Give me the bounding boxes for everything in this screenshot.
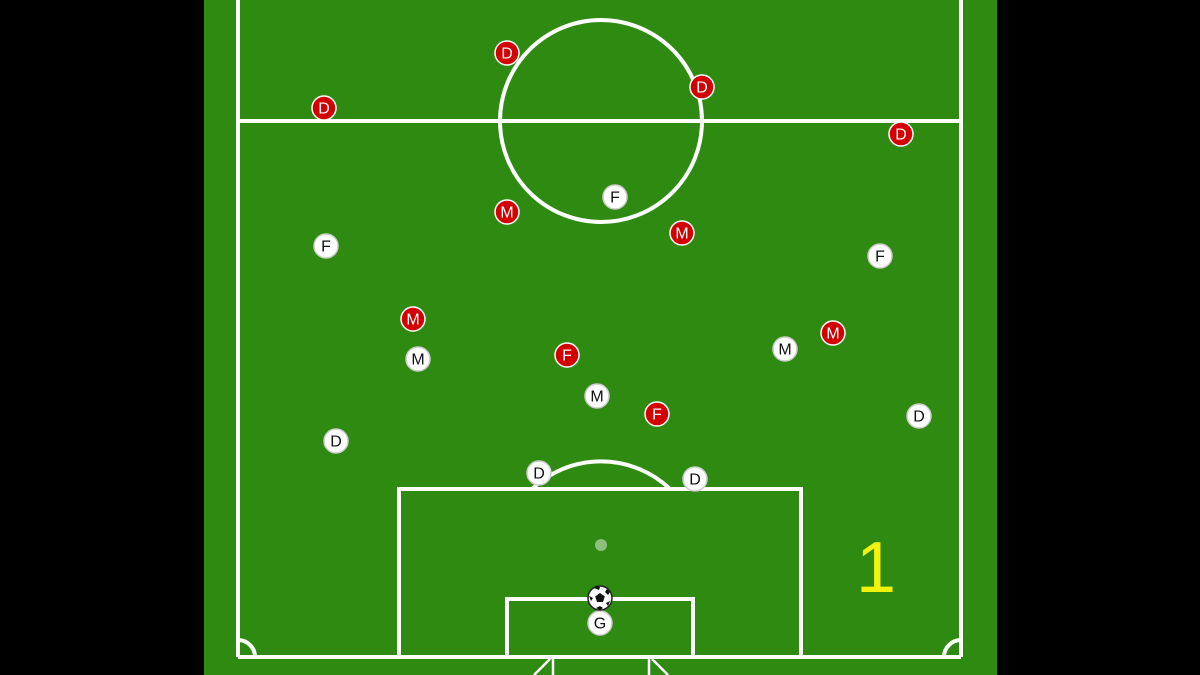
red-team: D D D D M M M M F F [311, 40, 914, 427]
red-team-forward-9: F [554, 342, 580, 368]
player-role-label: M [411, 352, 424, 369]
player-marker [644, 401, 670, 427]
player-role-label: D [330, 434, 342, 451]
corner-arc-right [942, 638, 962, 658]
player-marker [906, 403, 932, 429]
white-team: F F F M M M D D D D G [313, 184, 932, 636]
white-team-midfielder-4: M [405, 346, 431, 372]
player-marker [682, 466, 708, 492]
player-marker [584, 383, 610, 409]
player-marker [405, 346, 431, 372]
player-marker [323, 428, 349, 454]
red-team-defender-2: D [689, 74, 715, 100]
player-role-label: M [406, 312, 419, 329]
player-role-label: M [500, 205, 513, 222]
goal-post-left [533, 658, 551, 675]
penalty-spot [595, 539, 607, 551]
red-team-midfielder-7: M [400, 306, 426, 332]
red-team-defender-3: D [311, 95, 337, 121]
player-marker [311, 95, 337, 121]
player-marker [313, 233, 339, 259]
player-role-label: G [594, 616, 606, 633]
player-role-label: D [318, 101, 330, 118]
player-marker [669, 220, 695, 246]
goal-frame [533, 658, 669, 675]
player-role-label: F [875, 249, 885, 266]
white-team-defender-7: D [323, 428, 349, 454]
player-role-label: D [501, 46, 513, 63]
player-marker [689, 74, 715, 100]
player-marker [494, 40, 520, 66]
player-role-label: D [913, 409, 925, 426]
white-team-defender-10: D [682, 466, 708, 492]
red-team-midfielder-6: M [669, 220, 695, 246]
white-team-midfielder-5: M [772, 336, 798, 362]
center-circle [498, 18, 704, 224]
red-team-defender-4: D [888, 121, 914, 147]
player-role-label: F [562, 348, 572, 365]
player-role-label: F [652, 407, 662, 424]
player-marker [400, 306, 426, 332]
player-role-label: M [590, 389, 603, 406]
red-team-midfielder-8: M [820, 320, 846, 346]
player-marker [526, 460, 552, 486]
player-marker [867, 243, 893, 269]
player-role-label: M [778, 342, 791, 359]
player-role-label: D [696, 80, 708, 97]
player-marker [554, 342, 580, 368]
white-team-forward-3: F [867, 243, 893, 269]
player-marker [587, 610, 613, 636]
white-team-defender-9: D [526, 460, 552, 486]
player-marker [820, 320, 846, 346]
player-marker [772, 336, 798, 362]
white-team-midfielder-6: M [584, 383, 610, 409]
white-team-forward-1: F [602, 184, 628, 210]
soccer-ball-icon [587, 585, 613, 611]
player-role-label: M [675, 226, 688, 243]
play-counter: 1 [856, 528, 896, 608]
player-role-label: M [826, 326, 839, 343]
red-team-defender-1: D [494, 40, 520, 66]
pitch-field [204, 0, 997, 675]
white-team-goalkeeper-11: G [587, 610, 613, 636]
red-team-midfielder-5: M [494, 199, 520, 225]
player-marker [602, 184, 628, 210]
player-marker [888, 121, 914, 147]
goal-post-right [651, 658, 669, 675]
player-role-label: D [689, 472, 701, 489]
corner-arc-left [237, 638, 257, 658]
player-role-label: D [895, 127, 907, 144]
white-team-defender-8: D [906, 403, 932, 429]
player-marker [494, 199, 520, 225]
player-role-label: F [610, 190, 620, 207]
player-role-label: D [533, 466, 545, 483]
player-role-label: F [321, 239, 331, 256]
white-team-forward-2: F [313, 233, 339, 259]
red-team-forward-10: F [644, 401, 670, 427]
